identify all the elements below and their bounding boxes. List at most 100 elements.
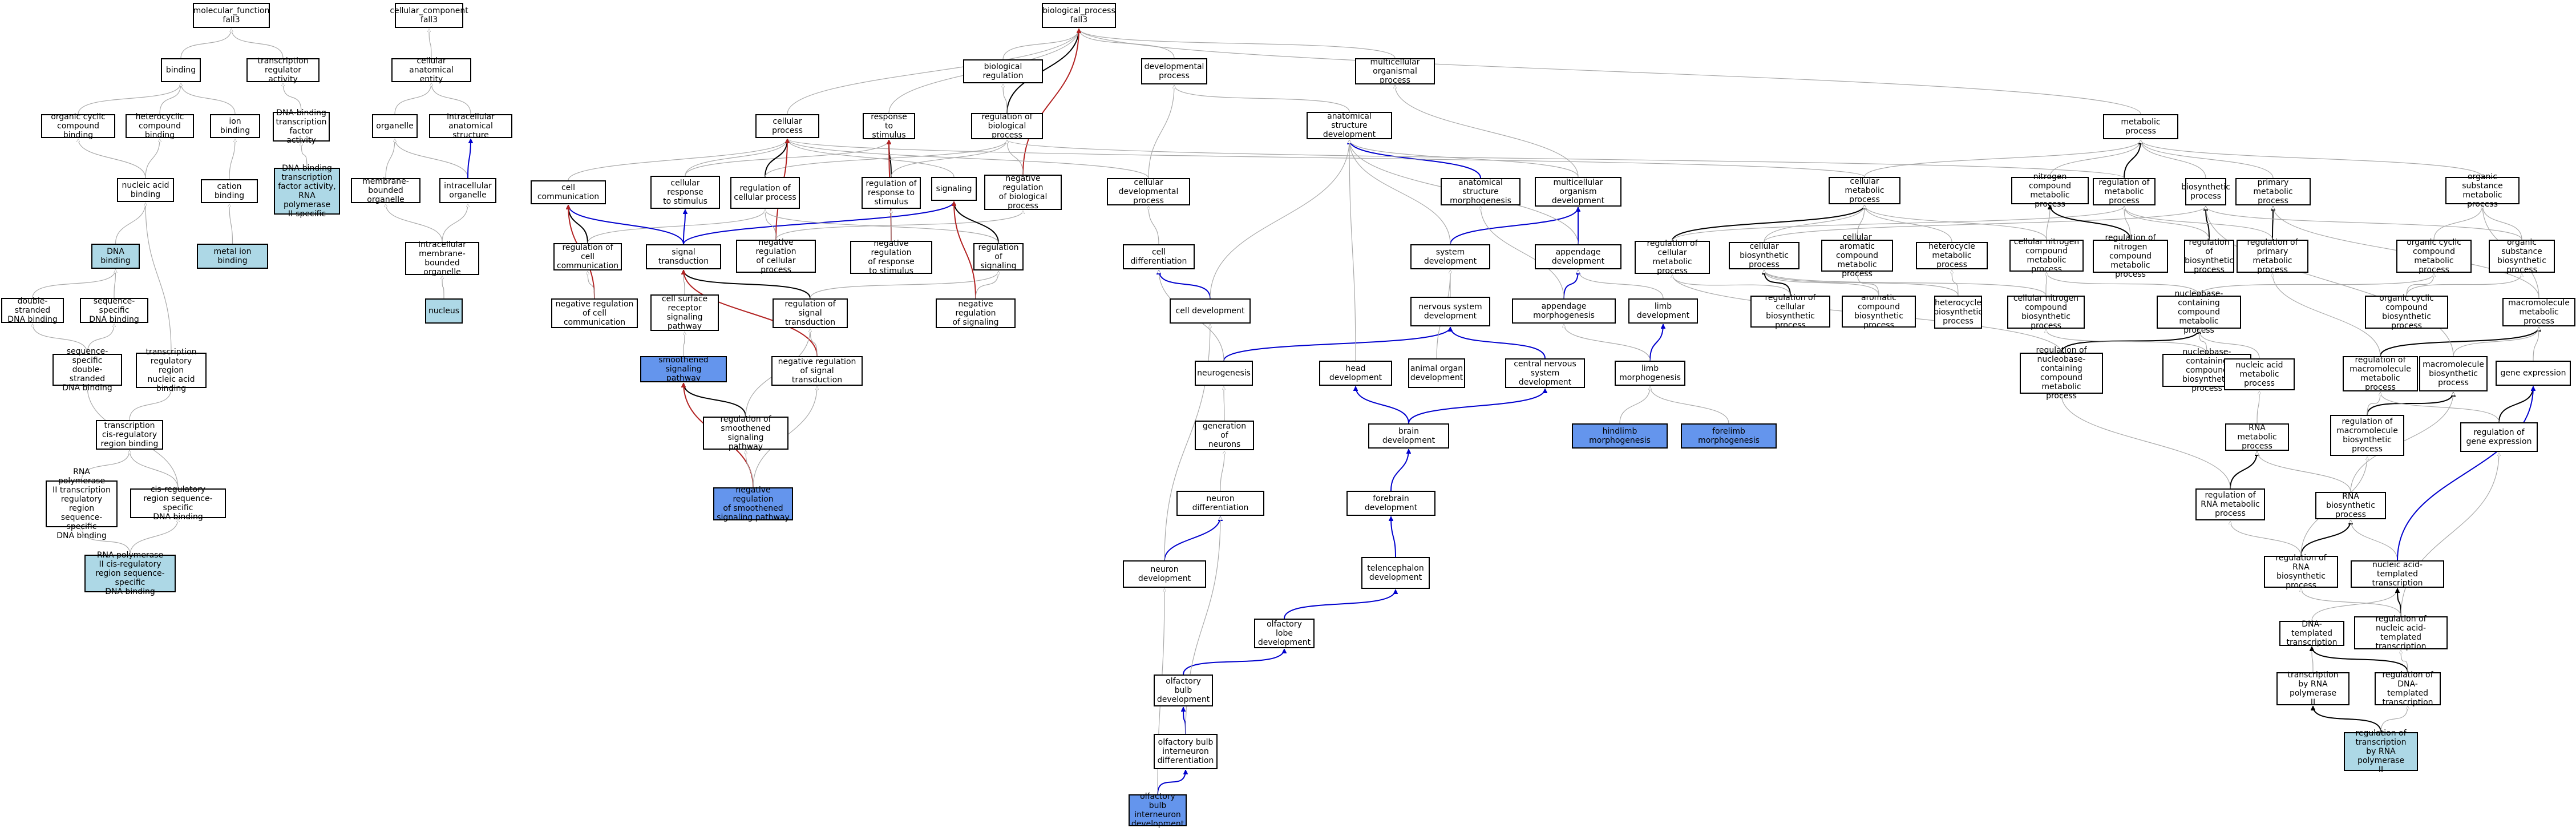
go-term-asm[interactable]: anatomical structure morphogenesis [1441,178,1520,205]
go-term-organelle[interactable]: organelle [372,114,418,138]
go-term-binding[interactable]: binding [161,58,201,82]
go-term-rnap2-crrss[interactable]: RNA polymerase II cis-regulatory region … [84,551,176,596]
go-term-nbccmp[interactable]: nucleobase-containing compound metabolic… [2157,289,2241,335]
go-term-app-morph[interactable]: appendage morphogenesis [1512,298,1616,324]
go-term-reg-ge[interactable]: regulation of gene expression [2460,422,2538,452]
go-term-ion-bind[interactable]: ion binding [210,114,260,138]
go-term-neg-reg-sig[interactable]: negative regulation of signaling [936,298,1016,328]
go-term-neuron-diff[interactable]: neuron differentiation [1176,491,1264,516]
go-term-dna-tt[interactable]: DNA-templated transcription [2279,620,2344,647]
go-term-mmp[interactable]: macromolecule metabolic process [2502,298,2575,326]
go-term-tcrrb[interactable]: transcription cis-regulatory region bind… [96,420,163,450]
go-term-reg-rnamp[interactable]: regulation of RNA metabolic process [2195,488,2265,520]
go-term-neg-reg-cp[interactable]: negative regulation of cellular process [736,238,816,274]
go-term-gen-neur[interactable]: generation of neurons [1195,421,1254,450]
go-term-reg-bp[interactable]: regulation of biological process [971,112,1043,140]
go-term-imbo[interactable]: intracellular membrane-bounded organelle [405,240,479,277]
go-term-reg-dnatt[interactable]: regulation of DNA-templated transcriptio… [2375,671,2441,707]
go-term-neg-reg-st[interactable]: negative regulation of signal transducti… [771,356,863,386]
go-term-cation-bind[interactable]: cation binding [201,179,258,203]
go-term-dbtfa[interactable]: DNA-binding transcription factor activit… [273,108,330,145]
go-term-natt[interactable]: nucleic acid-templated transcription [2351,560,2444,588]
go-term-nsd[interactable]: nervous system development [1410,297,1490,326]
go-term-pmp[interactable]: primary metabolic process [2235,178,2311,205]
go-term-forebrain-dev[interactable]: forebrain development [1346,491,1435,516]
go-term-gene-exp[interactable]: gene expression [2496,361,2571,386]
go-term-olf-lobe[interactable]: olfactory lobe development [1254,619,1315,648]
go-term-asd[interactable]: anatomical structure development [1307,112,1392,139]
go-term-mbsp[interactable]: macromolecule biosynthetic process [2419,356,2488,391]
go-term-reg-ncmp[interactable]: regulation of nitrogen compound metaboli… [2093,233,2168,279]
go-term-reg-cmp[interactable]: regulation of cellular metabolic process [1635,239,1710,276]
go-term-ias[interactable]: intracellular anatomical structure [429,112,512,140]
go-term-neg-reg-ssp[interactable]: negative regulation of smoothened signal… [713,486,793,522]
go-term-limb-morph[interactable]: limb morphogenesis [1615,361,1685,386]
go-term-cae[interactable]: cellular anatomical entity [391,56,471,84]
go-term-trans-pol2[interactable]: transcription by RNA polymerase II [2276,671,2349,707]
go-term-dbtfa-pol2[interactable]: DNA-binding transcription factor activit… [274,164,340,219]
go-term-neuron-dev[interactable]: neuron development [1123,560,1206,588]
go-term-reg-pmp[interactable]: regulation of primary metabolic process [2237,238,2308,274]
go-term-trans-reg[interactable]: transcription regulator activity [246,56,320,84]
go-term-obidev[interactable]: olfactory bulb interneuron development [1129,792,1187,828]
go-term-forelimb[interactable]: forelimb morphogenesis [1681,423,1777,449]
go-term-app-dev[interactable]: appendage development [1535,244,1621,269]
go-term-namp[interactable]: nucleic acid metabolic process [2224,358,2295,390]
go-term-reg-st[interactable]: regulation of signal transduction [773,298,848,328]
go-term-dna-bind[interactable]: DNA binding [91,244,140,269]
go-term-neg-reg-bp[interactable]: negative regulation of biological proces… [984,174,1062,211]
go-term-cc[interactable]: cellular_component fall3 [390,3,468,28]
go-term-biosyn[interactable]: biosynthetic process [2181,178,2230,205]
go-term-cell-proc[interactable]: cellular process [755,114,819,138]
go-term-reg-mp[interactable]: regulation of metabolic process [2093,178,2156,205]
go-term-rnamp[interactable]: RNA metabolic process [2225,423,2289,451]
go-term-occmp[interactable]: organic cyclic compound metabolic proces… [2396,238,2472,274]
go-term-cbp[interactable]: cellular biosynthetic process [1729,242,1799,269]
go-term-sig-trans[interactable]: signal transduction [646,244,721,269]
go-term-bio-reg[interactable]: biological regulation [963,59,1043,83]
go-term-reg-rnabsp[interactable]: regulation of RNA biosynthetic process [2264,554,2338,590]
go-term-ss-dna[interactable]: sequence-specific DNA binding [80,297,148,324]
go-term-mod[interactable]: multicellular organism development [1535,177,1621,207]
go-term-acbp[interactable]: aromatic compound biosynthetic process [1842,293,1916,330]
go-term-reg-mmp[interactable]: regulation of macromolecule metabolic pr… [2343,356,2418,392]
go-term-rnabsp[interactable]: RNA biosynthetic process [2315,492,2386,519]
go-term-reg-sig[interactable]: regulation of signaling [973,243,1024,270]
go-term-camp[interactable]: cellular aromatic compound metabolic pro… [1821,233,1893,278]
go-term-metal-bind[interactable]: metal ion binding [197,244,268,269]
go-term-met-proc[interactable]: metabolic process [2103,114,2178,139]
go-term-reg-rs[interactable]: regulation of response to stimulus [862,177,921,209]
go-term-reg-bsp[interactable]: regulation of biosynthetic process [2184,238,2234,274]
go-term-dev-proc[interactable]: developmental process [1141,58,1207,84]
go-term-sys-dev[interactable]: system development [1410,244,1490,269]
go-term-neg-reg-cc[interactable]: negative regulation of cell communicatio… [551,298,638,328]
go-term-telen-dev[interactable]: telencephalon development [1361,557,1430,589]
go-term-trrna[interactable]: transcription regulatory region nucleic … [136,348,207,393]
go-term-reg-mbsp[interactable]: regulation of macromolecule biosynthetic… [2330,415,2404,456]
go-term-cell-dev[interactable]: cell development [1170,298,1251,324]
go-term-nucleus[interactable]: nucleus [425,298,463,324]
go-term-head-dev[interactable]: head development [1319,361,1392,386]
go-term-hbp[interactable]: heterocycle biosynthetic process [1934,296,1983,329]
go-term-hmp[interactable]: heterocycle metabolic process [1916,242,1988,269]
go-term-cell-comm[interactable]: cell communication [531,180,606,204]
go-term-io[interactable]: intracellular organelle [439,178,496,203]
go-term-neurogenesis[interactable]: neurogenesis [1195,361,1253,386]
go-term-mbo[interactable]: membrane-bounded organelle [351,177,420,204]
go-term-obid[interactable]: olfactory bulb interneuron differentiati… [1154,734,1218,769]
go-term-reg-nbccmp[interactable]: regulation of nucleobase-containing comp… [2020,346,2103,401]
go-term-limb-dev[interactable]: limb development [1628,298,1698,324]
go-term-org-cyc-bind[interactable]: organic cyclic compound binding [41,112,115,140]
go-term-cell-resp[interactable]: cellular response to stimulus [650,176,720,209]
go-term-nab[interactable]: nucleic acid binding [117,178,174,202]
go-term-osbp[interactable]: organic substance biosynthetic process [2489,238,2555,274]
go-term-hindlimb[interactable]: hindlimb morphogenesis [1572,423,1668,449]
go-term-reg-cbp[interactable]: regulation of cellular biosynthetic proc… [1750,293,1830,330]
go-term-ssp[interactable]: smoothened signaling pathway [640,356,727,383]
go-term-signaling[interactable]: signaling [931,177,977,201]
go-term-cncbp[interactable]: cellular nitrogen compound biosynthetic … [2007,294,2085,330]
go-term-brain-dev[interactable]: brain development [1368,423,1449,449]
go-term-reg-natt[interactable]: regulation of nucleic acid-templated tra… [2354,615,2448,651]
go-term-ssds-dna[interactable]: sequence-specific double-stranded DNA bi… [52,347,122,393]
go-term-hetero-bind[interactable]: heterocyclic compound binding [126,112,194,140]
